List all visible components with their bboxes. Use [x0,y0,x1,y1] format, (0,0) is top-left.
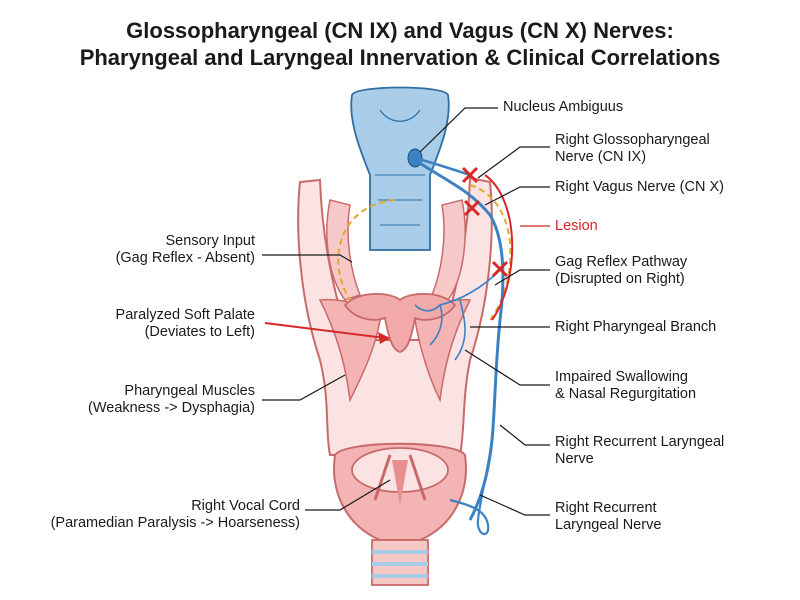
left-pharyngeal-fold [326,199,361,301]
label-recurrent-laryngeal-1-line1: Right Recurrent Laryngeal [555,434,725,450]
label-sensory-input-line1: Sensory Input [165,233,255,249]
gag-reflex-right-pathway [469,184,512,321]
label-recurrent-laryngeal-2: Right Recurrent Laryngeal Nerve [555,500,661,534]
label-vocal-cord-line1: Right Vocal Cord [191,498,300,514]
lesion-marker-vagus [463,199,481,217]
label-soft-palate: Paralyzed Soft Palate (Deviates to Left) [116,307,255,341]
label-gag-pathway: Gag Reflex Pathway (Disrupted on Right) [555,254,687,288]
leader-muscles [262,374,346,401]
label-vocal-cord: Right Vocal Cord (Paramedian Paralysis -… [51,498,300,532]
lesion-marker-glossopharyngeal [461,166,479,184]
leader-glosso [477,146,550,179]
diagram-title-line2: Pharyngeal and Laryngeal Innervation & C… [79,45,721,70]
brainstem [350,86,450,251]
leader-nucleus [419,107,498,153]
label-recurrent-laryngeal-2-line1: Right Recurrent [555,500,657,516]
label-pharyngeal-muscles-line1: Pharyngeal Muscles [124,383,255,399]
soft-palate [343,292,457,353]
label-soft-palate-line2: (Deviates to Left) [144,324,255,340]
label-pharyngeal-muscles-line2: (Weakness -> Dysphagia) [88,400,255,416]
label-pharyngeal-branch-line1: Right Pharyngeal Branch [555,319,717,335]
palate-deviation-arrow [264,322,386,339]
lesion-line [484,174,514,321]
label-swallowing-line2: & Nasal Regurgitation [555,386,697,402]
label-lesion: Lesion [555,218,598,235]
diagram-title-line1: Glossopharyngeal (CN IX) and Vagus (CN X… [126,18,674,43]
label-pharyngeal-branch: Right Pharyngeal Branch [555,319,716,336]
label-nucleus-ambiguus: Nucleus Ambiguus [503,99,623,116]
label-sensory-input-line2: (Gag Reflex - Absent) [115,250,255,266]
recurrent-laryngeal-nerve [449,439,494,536]
label-swallowing-line1: Impaired Swallowing [555,369,688,385]
label-glossopharyngeal-line1: Right Glossopharyngeal [555,132,710,148]
label-nucleus-ambiguus-line1: Nucleus Ambiguus [503,99,624,115]
label-glossopharyngeal-line2: Nerve (CN IX) [555,149,647,165]
leader-sensory [262,254,353,263]
label-swallowing: Impaired Swallowing & Nasal Regurgitatio… [555,369,696,403]
label-recurrent-laryngeal-2-line2: Laryngeal Nerve [555,517,662,533]
label-gag-pathway-line2: (Disrupted on Right) [555,271,685,287]
pharyngeal-plexus [414,269,501,361]
label-vocal-cord-line2: (Paramedian Paralysis -> Hoarseness) [50,515,300,531]
leader-recurrent2 [479,494,550,516]
glossopharyngeal-nerve [414,156,471,177]
label-vagus-line1: Right Vagus Nerve (CN X) [555,179,724,195]
glottis [392,460,408,505]
vocal-cords [373,454,427,501]
leader-recurrent1 [499,424,550,446]
leader-vagus [484,186,550,206]
label-glossopharyngeal: Right Glossopharyngeal Nerve (CN IX) [555,132,710,166]
label-gag-pathway-line1: Gag Reflex Pathway [555,254,688,270]
label-soft-palate-line1: Paralyzed Soft Palate [115,307,255,323]
leader-swallowing [464,349,550,386]
label-lesion-line1: Lesion [555,218,598,234]
label-recurrent-laryngeal-1-line2: Nerve [555,451,594,467]
leader-gag [494,269,550,286]
label-recurrent-laryngeal-1: Right Recurrent Laryngeal Nerve [555,434,724,468]
label-sensory-input: Sensory Input (Gag Reflex - Absent) [116,233,255,267]
label-vagus: Right Vagus Nerve (CN X) [555,179,724,196]
label-pharyngeal-muscles: Pharyngeal Muscles (Weakness -> Dysphagi… [88,383,255,417]
lesion-marker-pharyngeal [491,260,509,278]
leader-vocal [305,479,391,511]
